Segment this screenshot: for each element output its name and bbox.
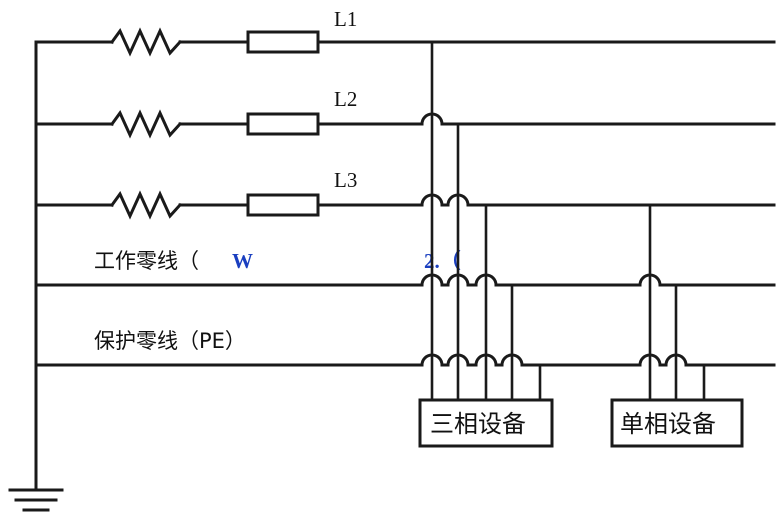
fuse-icon bbox=[246, 30, 320, 54]
resistor-icon bbox=[109, 27, 183, 57]
watermark-fragment-b: 2.（ bbox=[424, 249, 461, 273]
phase-line-l2 bbox=[34, 109, 776, 139]
label-l1: L1 bbox=[334, 7, 357, 31]
single-phase-equipment-box bbox=[610, 398, 744, 448]
ground-icon bbox=[8, 488, 64, 512]
label-l3: L3 bbox=[334, 168, 357, 192]
resistor-icon bbox=[109, 109, 183, 139]
fuse-icon bbox=[246, 193, 320, 217]
pe-line bbox=[34, 353, 776, 367]
label-neutral: 工作零线（ bbox=[94, 249, 199, 273]
fuse-icon bbox=[246, 112, 320, 136]
single-phase-equipment-label: 单相设备 bbox=[620, 410, 716, 438]
three-phase-equipment-label: 三相设备 bbox=[430, 410, 526, 438]
single-phase-drops bbox=[648, 205, 706, 400]
watermark-fragment-a: W bbox=[232, 249, 253, 273]
three-phase-equipment-box bbox=[418, 398, 554, 448]
phase-line-l1 bbox=[34, 27, 776, 57]
resistor-icon bbox=[109, 190, 183, 220]
phase-line-l3 bbox=[34, 190, 776, 220]
label-pe: 保护零线（PE） bbox=[94, 329, 246, 353]
three-phase-drops bbox=[430, 42, 542, 400]
label-l2: L2 bbox=[334, 87, 357, 111]
neutral-line bbox=[34, 273, 776, 287]
